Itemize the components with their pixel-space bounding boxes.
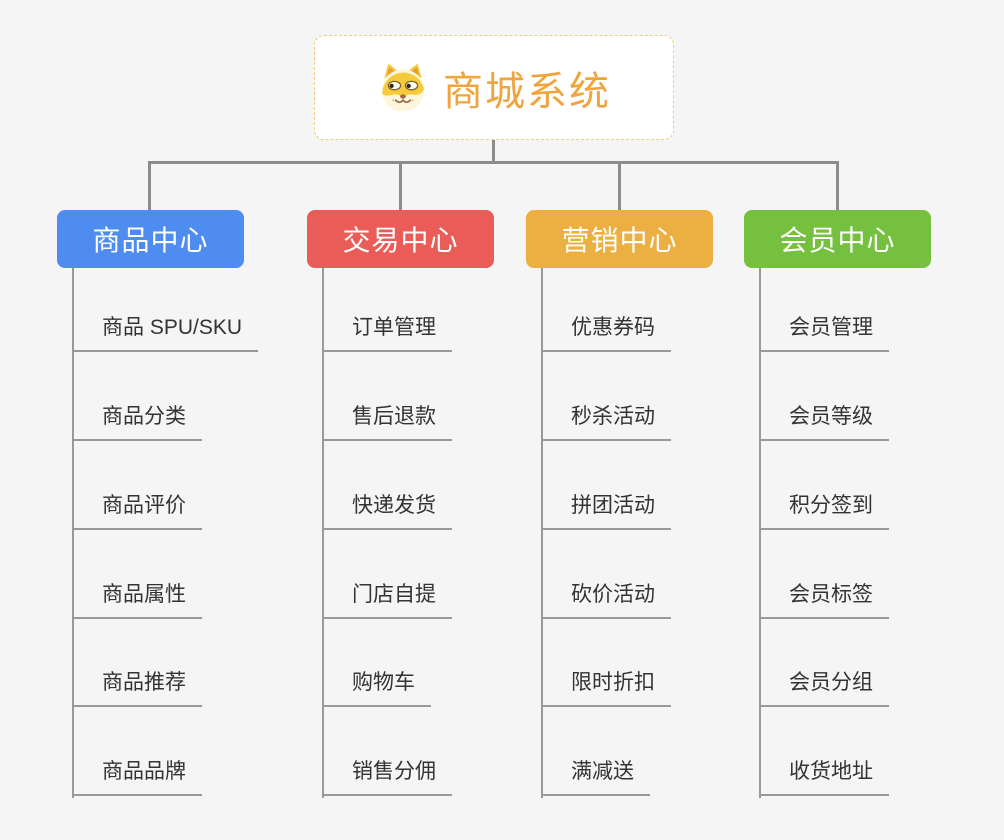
sub-topic-node[interactable]: 销售分佣 <box>322 759 452 796</box>
sub-topic-node[interactable]: 满减送 <box>541 759 650 796</box>
sub-topic-node[interactable]: 售后退款 <box>322 404 452 441</box>
branch-vertical-line <box>759 268 761 798</box>
sub-topic-node[interactable]: 门店自提 <box>322 582 452 619</box>
sub-topic-node[interactable]: 收货地址 <box>759 759 889 796</box>
branch-node-member-center[interactable]: 会员中心 <box>744 210 931 268</box>
branch-drop-line <box>399 161 402 210</box>
branch-vertical-line <box>72 268 74 798</box>
sub-topic-node[interactable]: 秒杀活动 <box>541 404 671 441</box>
root-node[interactable]: 商城系统 <box>314 35 674 140</box>
branch-vertical-line <box>322 268 324 798</box>
sub-topic-node[interactable]: 会员分组 <box>759 670 889 707</box>
branch-drop-line <box>836 161 839 210</box>
sub-topic-node[interactable]: 优惠券码 <box>541 315 671 352</box>
doge-icon <box>381 63 425 112</box>
branch-drop-line <box>148 161 151 210</box>
sub-topic-node[interactable]: 会员标签 <box>759 582 889 619</box>
sub-topic-node[interactable]: 限时折扣 <box>541 670 671 707</box>
sub-topic-node[interactable]: 砍价活动 <box>541 582 671 619</box>
sub-topic-node[interactable]: 购物车 <box>322 670 431 707</box>
sub-topic-node[interactable]: 积分签到 <box>759 493 889 530</box>
sub-topic-node[interactable]: 会员管理 <box>759 315 889 352</box>
root-stem-line <box>492 140 495 163</box>
sub-topic-node[interactable]: 商品评价 <box>72 493 202 530</box>
root-title: 商城系统 <box>443 69 611 114</box>
sub-topic-node[interactable]: 拼团活动 <box>541 493 671 530</box>
sub-topic-node[interactable]: 商品推荐 <box>72 670 202 707</box>
sub-topic-node[interactable]: 会员等级 <box>759 404 889 441</box>
branch-horizontal-line <box>148 161 839 164</box>
sub-topic-node[interactable]: 商品属性 <box>72 582 202 619</box>
sub-topic-node[interactable]: 商品分类 <box>72 404 202 441</box>
branch-node-marketing-center[interactable]: 营销中心 <box>526 210 713 268</box>
sub-topic-node[interactable]: 商品 SPU/SKU <box>72 315 259 352</box>
sub-topic-node[interactable]: 订单管理 <box>322 315 452 352</box>
branch-vertical-line <box>541 268 543 798</box>
sub-topic-node[interactable]: 商品品牌 <box>72 759 202 796</box>
branch-node-product-center[interactable]: 商品中心 <box>57 210 244 268</box>
sub-topic-node[interactable]: 快递发货 <box>322 493 452 530</box>
branch-node-trade-center[interactable]: 交易中心 <box>307 210 494 268</box>
branch-drop-line <box>618 161 621 210</box>
